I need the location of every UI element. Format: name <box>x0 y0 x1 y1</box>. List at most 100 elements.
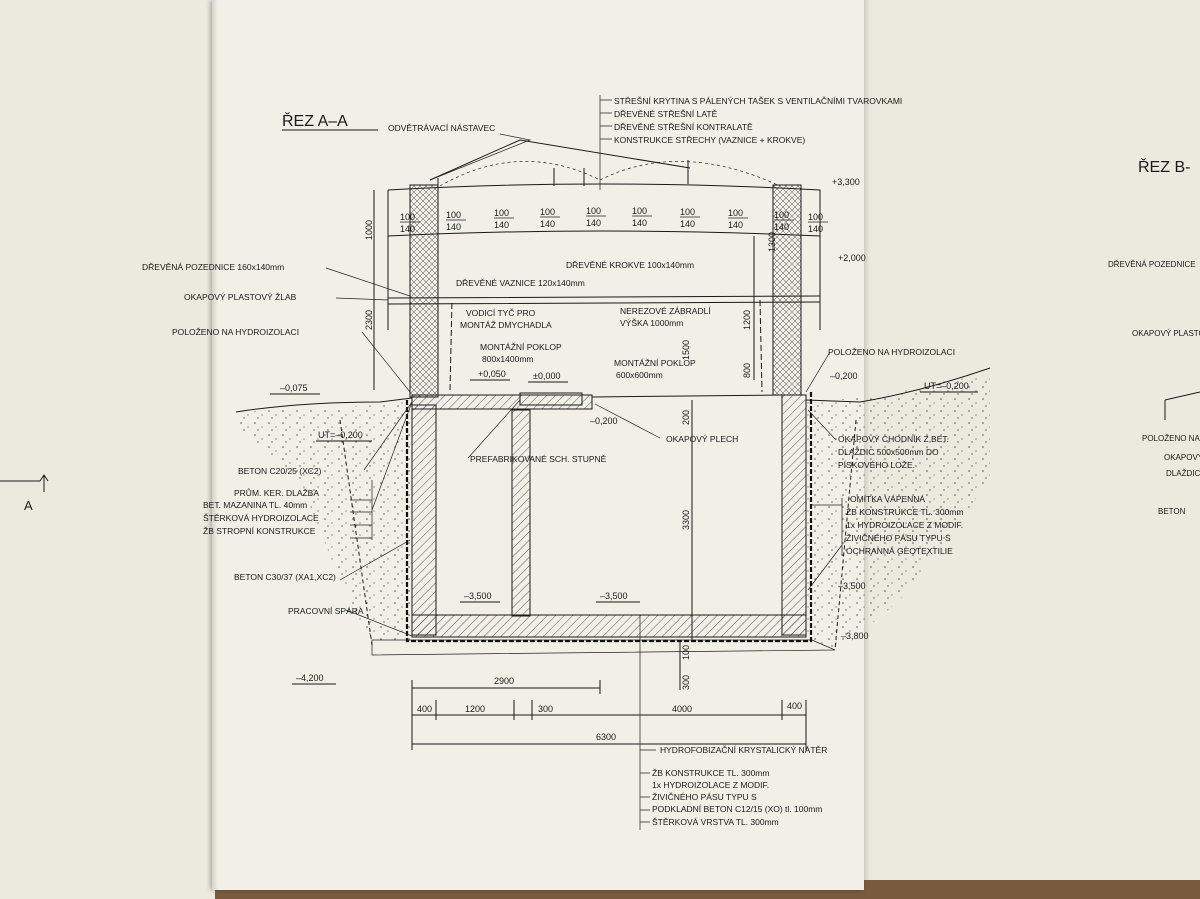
beam-size-bottom: 140 <box>446 222 461 232</box>
right-label-pozednice: DŘEVĚNÁ POZEDNICE <box>1108 260 1196 269</box>
label-vodici-1: VODICÍ TYČ PRO <box>466 308 536 318</box>
beam-size-top: 100 <box>446 210 461 220</box>
beam-size-bottom: 140 <box>494 220 509 230</box>
vdim-1200: 1200 <box>742 310 752 330</box>
label-prefab: PREFABRIKOVANÉ SCH. STUPNĚ <box>470 454 607 464</box>
leader-roof <box>599 95 612 190</box>
label-base-2: ŽB KONSTRUKCE TL. 300mm <box>652 768 769 778</box>
level-minus0200-b: –0,200 <box>830 371 858 381</box>
right-label-dlazdic: DLAŽDIC <box>1166 469 1200 478</box>
ventilation-arcs <box>439 161 781 187</box>
dimension-lines <box>411 680 807 750</box>
label-zabradli-2: VÝŠKA 1000mm <box>620 318 683 328</box>
dim-400-b: 400 <box>787 701 802 711</box>
tank-wall-left <box>411 404 437 636</box>
label-wall-3: 1x HYDROIZOLACE Z MODIF. <box>846 520 963 530</box>
level-top: +3,300 <box>832 177 860 187</box>
label-zlab: OKAPOVÝ PLASTOVÝ ŽLAB <box>184 292 297 302</box>
leader-base <box>639 615 656 830</box>
vdim-300: 300 <box>681 675 691 690</box>
beam-size-bottom: 140 <box>728 220 743 230</box>
beam-size-bottom: 140 <box>808 224 823 234</box>
railing-posts <box>449 299 763 393</box>
left-sheet <box>0 0 215 899</box>
soil-left <box>236 400 412 640</box>
level-zero: ±0,000 <box>533 371 560 381</box>
label-odvetravaci: ODVĚTRÁVACÍ NÁSTAVEC <box>388 123 495 133</box>
label-polozeno-left: POLOŽENO NA HYDROIZOLACI <box>172 327 299 337</box>
dim-300: 300 <box>538 704 553 714</box>
vent-pipes <box>553 160 689 186</box>
label-floor-4: ŽB STROPNÍ KONSTRUKCE <box>203 526 316 536</box>
level-underlines <box>270 379 978 685</box>
vent-cap <box>429 139 691 181</box>
level-plus0050: +0,050 <box>478 369 506 379</box>
roof-inner-line <box>387 230 821 237</box>
beam-size-bottom: 140 <box>632 218 647 228</box>
ceiling-slab <box>411 394 593 410</box>
dim-1200: 1200 <box>465 704 485 714</box>
roof-beam-labels: 100 140 100 140 100 140 100 140 100 140 100 140 100 1… <box>400 206 828 234</box>
excavation-slopes <box>339 419 857 651</box>
level-minus4200: –4,200 <box>296 673 324 683</box>
label-vodici-2: MONTÁŽ DMYCHADLA <box>460 320 552 330</box>
label-vaznice: DŘEVĚNÉ VAZNICE 120x140mm <box>456 278 585 288</box>
beam-size-top: 100 <box>586 206 601 216</box>
section-title-right: ŘEZ B- <box>1138 157 1190 176</box>
right-label-polozeno: POLOŽENO NA <box>1142 434 1200 443</box>
leader-lower-left <box>339 539 413 637</box>
right-label-okapovy-plast: OKAPOVÝ PLASTO <box>1132 329 1200 338</box>
tank-base-slab <box>411 614 807 638</box>
label-chodnik-1: OKAPOVÝ CHODNÍK Z BET. <box>838 434 949 444</box>
label-pozednice: DŘEVĚNÁ POZEDNICE 160x140mm <box>142 262 284 272</box>
beam-size-bottom: 140 <box>540 219 555 229</box>
label-floor-1: PRŮM. KER. DLAŽBA <box>234 487 319 498</box>
label-roof1: STŘEŠNÍ KRYTINA S PÁLENÝCH TAŠEK S VENTI… <box>614 96 902 106</box>
label-floor-3: ŠTĚRKOVÁ HYDROIZOLACE <box>203 513 319 523</box>
beam-size-bottom: 140 <box>586 218 601 228</box>
label-polozeno-right: POLOŽENO NA HYDROIZOLACI <box>828 347 955 357</box>
level-minus0075: –0,075 <box>280 383 308 393</box>
level-minus3500-a: –3,500 <box>464 591 492 601</box>
beam-size-bottom: 140 <box>400 224 415 234</box>
dim-6300: 6300 <box>596 732 616 742</box>
level-minus3500-c: –3,500 <box>838 581 866 591</box>
vdim-200: 200 <box>681 410 691 425</box>
leader-mid <box>363 399 837 471</box>
label-wall-2: ŽB KONSTRUKCE TL. 300mm <box>846 507 963 517</box>
section-title: ŘEZ A–A <box>282 111 348 130</box>
section-marker-arrow <box>39 474 49 492</box>
label-spara: PRACOVNÍ SPÁRA <box>288 606 364 616</box>
level-minus3500-b: –3,500 <box>600 591 628 601</box>
label-chodnik-3: PÍSKOVÉHO LOŽE. <box>838 460 915 470</box>
ground-line-right <box>805 367 991 403</box>
upper-wall-left <box>409 184 439 398</box>
label-wall-5: OCHRANNÁ GEOTEXTILIE <box>846 546 953 556</box>
beam-size-top: 100 <box>632 206 647 216</box>
beam-size-top: 100 <box>774 210 789 220</box>
soil-right <box>806 375 990 650</box>
subbase <box>371 639 836 656</box>
vdim-2300: 2300 <box>364 310 374 330</box>
beam-size-bottom: 140 <box>774 222 789 232</box>
beam-size-top: 100 <box>728 208 743 218</box>
label-roof2: DŘEVĚNÉ STŘEŠNÍ LATĚ <box>614 109 718 119</box>
label-poklop2-b: 600x600mm <box>616 370 663 380</box>
beam-size-top: 100 <box>680 207 695 217</box>
label-chodnik-2: DLAŽDIC 500x500mm DO <box>838 447 939 457</box>
label-krokve: DŘEVĚNÉ KROKVE 100x140mm <box>566 260 694 270</box>
section-marker-label: A <box>24 498 33 513</box>
vdim-1300: 1300 <box>767 232 777 252</box>
hatch-cover <box>519 392 583 406</box>
level-ut-right: UT=–0,200 <box>924 381 969 391</box>
label-poklop2-a: MONTÁŽNÍ POKLOP <box>614 358 696 368</box>
pozednice-beam <box>387 295 821 305</box>
waterproofing-line <box>405 390 813 643</box>
label-base-1: HYDROFOBIZAČNÍ KRYSTALICKÝ NÁTĚR <box>660 745 827 755</box>
label-roof3: DŘEVĚNÉ STŘEŠNÍ KONTRALATĚ <box>614 122 753 132</box>
beam-size-top: 100 <box>494 208 509 218</box>
right-ground-line <box>1164 391 1200 401</box>
level-minus3800: –3,800 <box>841 631 869 641</box>
beam-size-top: 100 <box>540 207 555 217</box>
